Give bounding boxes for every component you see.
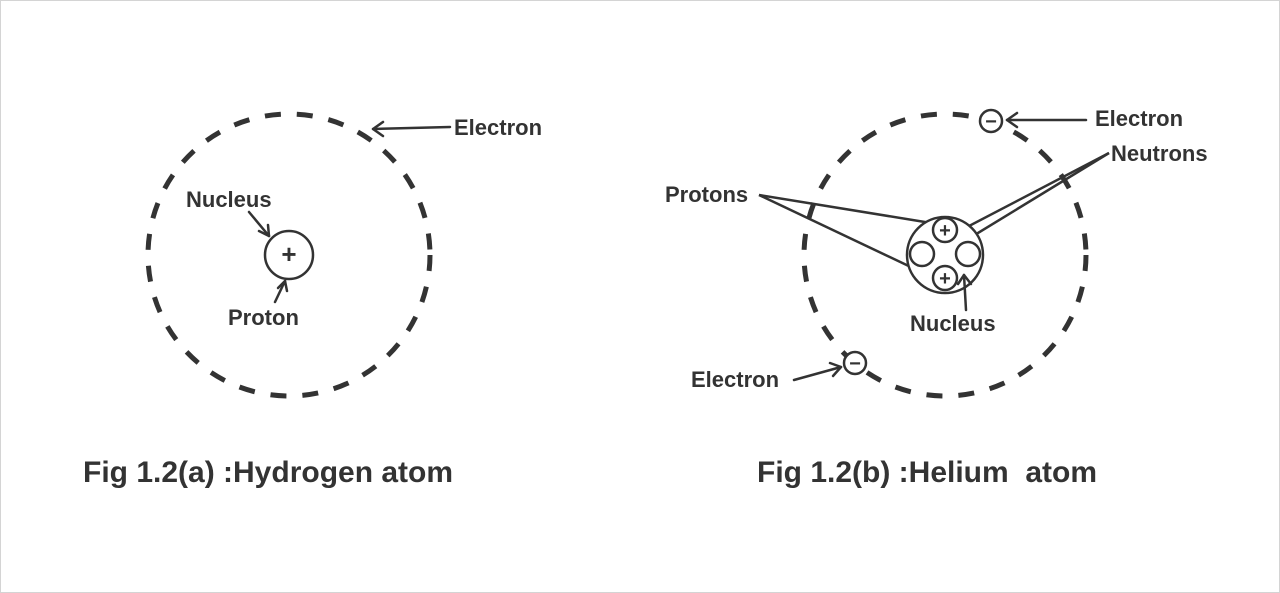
protons-label: Protons <box>665 182 748 207</box>
helium-caption: Fig 1.2(b) :Helium atom <box>757 456 1097 489</box>
helium-electron-bottom <box>842 350 868 376</box>
hydrogen-electron-orbit <box>145 111 433 399</box>
helium-electron-orbit <box>801 111 1089 399</box>
helium-proton-bottom-symbol: + <box>939 268 951 290</box>
helium-electron-bottom-label: Electron <box>691 367 779 392</box>
helium-nucleus-label: Nucleus <box>910 311 996 336</box>
helium-proton-top-symbol: + <box>939 220 951 242</box>
hydrogen-electron-label: Electron <box>454 115 542 140</box>
hydrogen-nucleus-arrow <box>247 210 271 238</box>
helium-electron-top <box>978 108 1004 134</box>
helium-proton-top <box>931 216 959 244</box>
helium-proton-bottom <box>931 264 959 292</box>
helium-neutron-right <box>954 240 982 268</box>
helium-atom-figure: + + − − Electron Neutrons Protons Nucleu… <box>665 106 1208 489</box>
helium-electron-top-arrow <box>1005 111 1088 129</box>
hydrogen-nucleus <box>263 229 315 281</box>
hydrogen-proton-arrow <box>273 279 289 304</box>
protons-pointer-lines <box>758 193 932 271</box>
helium-electron-top-symbol: − <box>985 111 997 133</box>
hydrogen-atom-figure: + Electron Nucleus Proton Fig 1.2(a) :Hy… <box>83 111 542 489</box>
hydrogen-caption: Fig 1.2(a) :Hydrogen atom <box>83 456 453 489</box>
hydrogen-nucleus-label: Nucleus <box>186 187 272 212</box>
hydrogen-electron-arrow <box>371 120 452 138</box>
neutrons-label: Neutrons <box>1111 141 1208 166</box>
hydrogen-proton-label: Proton <box>228 305 299 330</box>
helium-electron-top-label: Electron <box>1095 106 1183 131</box>
helium-neutron-left <box>908 240 936 268</box>
helium-nucleus-arrow <box>956 273 973 312</box>
helium-electron-bottom-arrow <box>792 361 843 382</box>
hydrogen-proton-symbol: + <box>281 239 296 269</box>
helium-electron-bottom-symbol: − <box>849 353 861 375</box>
